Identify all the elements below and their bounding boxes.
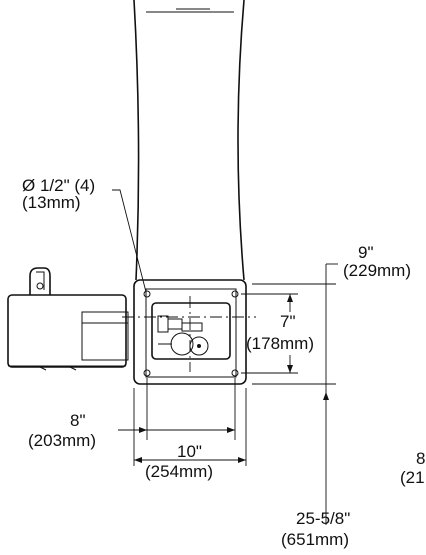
valve-cutout (151, 302, 231, 360)
plate-width-dimension: 10" (254mm) (133, 388, 247, 481)
fountain-unit (7, 267, 129, 371)
hole-diameter-dimension: Ø 1/2" (4) (13mm) (22, 176, 147, 293)
bolt-vertical-dimension: 7" (178mm) (241, 293, 314, 374)
hole-diameter-metric-label: (13mm) (22, 193, 81, 212)
pedestal-column (133, 0, 245, 281)
floor-height-dimension: 25-5/8" (651mm) (281, 384, 350, 549)
plate-width-label: 10" (177, 442, 202, 461)
hole-diameter-label: Ø 1/2" (4) (22, 176, 95, 195)
cut-off-dimension: 8 (21 (400, 449, 425, 487)
floor-height-metric-label: (651mm) (281, 530, 349, 549)
plate-height-label: 9" (358, 243, 374, 262)
plate-height-metric-label: (229mm) (343, 261, 411, 280)
bolt-horizontal-label: 8" (70, 411, 86, 430)
bolt-horizontal-dimension: 8" (203mm) (28, 378, 236, 450)
bolt-holes (143, 290, 239, 377)
cut-off-label: 8 (416, 449, 425, 468)
floor-height-label: 25-5/8" (296, 509, 350, 528)
wall-mounting-plate (122, 279, 256, 385)
bolt-vertical-metric-label: (178mm) (246, 334, 314, 353)
cut-off-metric-label: (21 (400, 468, 425, 487)
bolt-horizontal-metric-label: (203mm) (28, 431, 96, 450)
plate-width-metric-label: (254mm) (145, 462, 213, 481)
plate-height-dimension: 9" (229mm) (252, 243, 411, 385)
bolt-vertical-label: 7" (280, 312, 296, 331)
